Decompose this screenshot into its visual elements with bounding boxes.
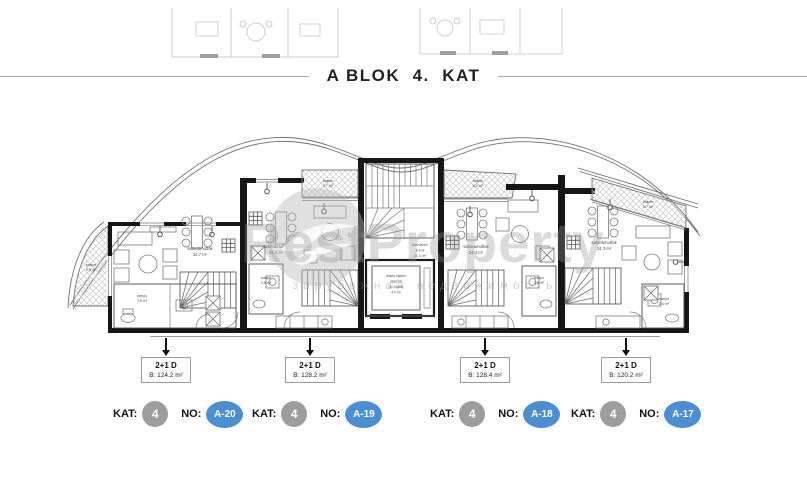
kat-label: KAT: — [113, 408, 138, 420]
core-label: & hol — [416, 249, 425, 253]
room-label: salon&mutfak — [187, 246, 213, 251]
kat-badge: 4 — [459, 401, 486, 427]
elevator-label: 4.0 m² — [391, 291, 401, 295]
unit-card-a19: 2+1 D B: 128.2 m² — [285, 338, 335, 383]
kat-label: KAT: — [430, 408, 455, 420]
unit-pointer-arrow — [306, 338, 314, 357]
unit-card-a18: 2+1 D B: 128.4 m² — [460, 338, 510, 383]
room-area: 3.6 m² — [534, 281, 545, 285]
no-label: NO: — [320, 408, 341, 420]
kat-badge: 4 — [142, 401, 169, 427]
no-badge: A-18 — [523, 400, 561, 428]
room-label: banyo — [261, 276, 271, 280]
room-label: banyo — [534, 276, 544, 280]
unit-area: B: 128.4 m² — [468, 372, 502, 379]
room-area: 3.5 m² — [261, 281, 272, 285]
core-label: 41.1 m² — [414, 254, 428, 258]
elevator-label: düşey sistem — [386, 274, 406, 278]
room-label: salon&mutfak — [463, 244, 489, 249]
unit-area: B: 124.2 m² — [149, 372, 183, 379]
kat-no-row-a17: KAT: 4 NO: A-17 — [571, 400, 702, 428]
unit-info-box: 2+1 D B: 120.2 m² — [601, 357, 651, 383]
kat-no-row-a19: KAT: 4 NO: A-19 — [252, 400, 383, 428]
unit-info-box: 2+1 D B: 124.2 m² — [141, 357, 191, 383]
roof-arc — [69, 136, 701, 310]
no-badge: A-17 — [664, 400, 702, 428]
no-label: NO: — [181, 408, 202, 420]
room-area: 34.3 m² — [597, 246, 612, 251]
unit-type: 2+1 D — [299, 361, 321, 370]
no-label: NO: — [498, 408, 519, 420]
no-label: NO: — [639, 408, 660, 420]
room-area: 6.2 m² — [473, 184, 484, 188]
kat-label: KAT: — [252, 408, 277, 420]
page-title: A BLOK 4. KAT — [326, 66, 481, 85]
room-label: balkon — [86, 263, 97, 267]
kat-label: KAT: — [571, 408, 596, 420]
title-rule-left — [0, 75, 309, 77]
unit-a17-plan: salon&mutfak 34.3 m² banyo 3.4 m² balkon… — [564, 167, 699, 329]
unit-area: B: 128.2 m² — [293, 372, 327, 379]
unit-type: 2+1 D — [474, 361, 496, 370]
unit-a20-plan: salon&mutfak 34.7 m² banyo 3.5 m² balkon… — [67, 215, 240, 330]
no-badge: A-19 — [345, 400, 383, 428]
room-label: balkon — [323, 179, 334, 183]
unit-card-a20: 2+1 D B: 124.2 m² — [141, 338, 191, 383]
walls — [108, 158, 690, 337]
unit-info-box: 2+1 D B: 128.4 m² — [460, 357, 510, 383]
room-label: banyo — [137, 294, 147, 298]
room-area: 5.7 m² — [323, 184, 334, 188]
room-label: salon&mutfak — [591, 240, 617, 245]
unit-pointer-arrow — [622, 338, 630, 357]
title-row: A BLOK 4. KAT — [0, 66, 807, 86]
core-label: merdiven — [412, 243, 428, 247]
unit-type: 2+1 D — [615, 361, 637, 370]
title-rule-right — [498, 75, 807, 77]
watermark-logo-icon — [268, 188, 366, 286]
unit-pointer-arrow — [481, 338, 489, 357]
room-label: balkon — [473, 179, 484, 183]
room-label: balkon — [643, 200, 654, 204]
unit-a18-plan: salon&mutfak 34.4 m² banyo 3.6 m² balkon… — [443, 169, 558, 329]
room-area: 34.4 m² — [469, 250, 484, 255]
kat-no-row-a18: KAT: 4 NO: A-18 — [430, 400, 561, 428]
kat-no-row-a20: KAT: 4 NO: A-20 — [113, 400, 244, 428]
room-label: banyo — [659, 297, 669, 301]
top-plan-fragments — [171, 8, 563, 58]
core-stair-elevator: merdiven & hol 41.1 m² düşey sistem asan… — [358, 158, 444, 319]
room-area: 5.7 m² — [643, 205, 654, 209]
room-area: 3.4 m² — [659, 302, 670, 306]
room-area: 34.3 m² — [269, 250, 284, 255]
room-area: 34.7 m² — [193, 252, 208, 257]
unit-type: 2+1 D — [155, 361, 177, 370]
unit-pointer-arrow — [162, 338, 170, 357]
room-area: 6.9 m² — [86, 268, 97, 272]
room-area: 3.5 m² — [137, 299, 148, 303]
elevator-label: (10 kişilik) — [388, 285, 403, 289]
elevator-label: asansör — [390, 280, 403, 284]
no-badge: A-20 — [206, 400, 244, 428]
kat-badge: 4 — [600, 401, 627, 427]
unit-area: B: 120.2 m² — [609, 372, 643, 379]
kat-badge: 4 — [281, 401, 308, 427]
unit-a19-plan: salon&mutfak 34.3 m² banyo 3.5 m² balkon… — [246, 169, 359, 329]
unit-card-a17: 2+1 D B: 120.2 m² — [601, 338, 651, 383]
unit-info-box: 2+1 D B: 128.2 m² — [285, 357, 335, 383]
room-label: salon&mutfak — [263, 244, 289, 249]
